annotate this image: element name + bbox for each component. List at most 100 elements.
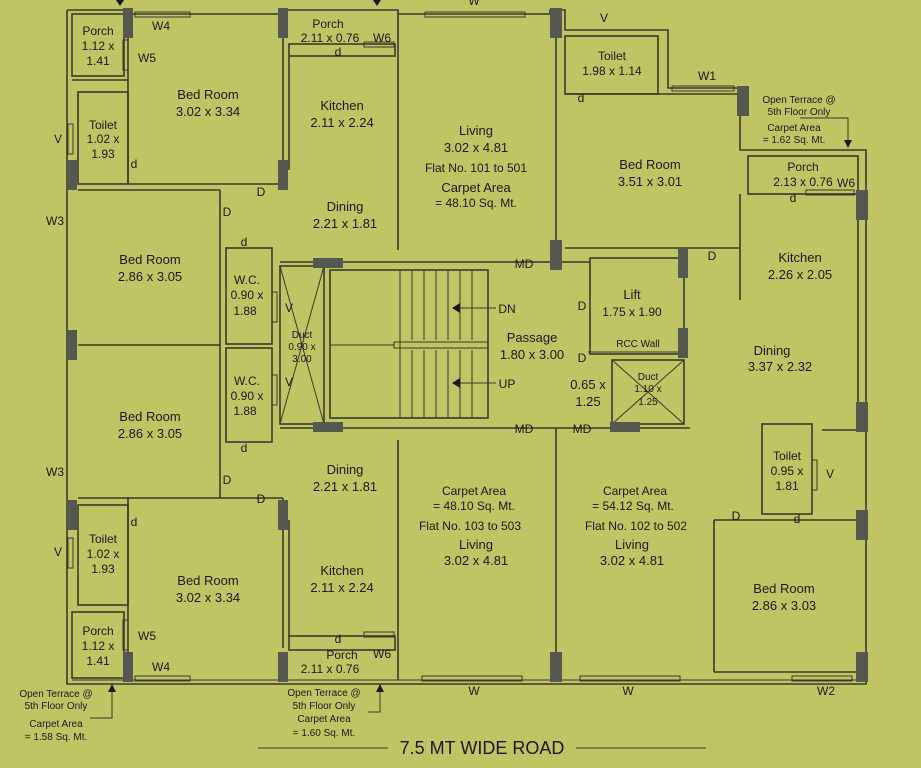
n-porch-name: Porch bbox=[312, 17, 343, 31]
marker-d-2: D bbox=[223, 205, 232, 219]
nw-toilet-size: 1.02 x bbox=[87, 132, 120, 146]
passage-size: 1.80 x 3.00 bbox=[500, 347, 564, 362]
s-living2-size: 3.02 x 4.81 bbox=[600, 553, 664, 568]
road-label: 7.5 MT WIDE ROAD bbox=[400, 738, 565, 758]
s-dining-size: 2.21 x 1.81 bbox=[313, 479, 377, 494]
s-living2-name: Living bbox=[615, 537, 649, 552]
marker-d-3: D bbox=[223, 473, 232, 487]
e-porch-size: 2.13 x 0.76 bbox=[773, 175, 833, 189]
marker-w4-bottom: W4 bbox=[152, 660, 170, 674]
marker-d-small-8: d bbox=[335, 632, 342, 646]
marker-w-top: W bbox=[468, 0, 480, 8]
stair-up-label: UP bbox=[499, 377, 516, 391]
sw-porch-size: 1.12 x bbox=[82, 639, 115, 653]
marker-d-small-2: d bbox=[335, 45, 342, 59]
ne-bed-name: Bed Room bbox=[619, 157, 680, 172]
marker-md-3: MD bbox=[573, 422, 592, 436]
marker-w-bottom-2: W bbox=[622, 684, 634, 698]
sw-toilet-size: 1.02 x bbox=[87, 547, 120, 561]
stair-treads bbox=[330, 270, 489, 418]
terrace-arrows bbox=[90, 0, 852, 719]
e-dining-name: Dining bbox=[754, 343, 791, 358]
rcc-wall-label: RCC Wall bbox=[616, 339, 660, 350]
nw-bed-size: 3.02 x 3.34 bbox=[176, 104, 240, 119]
small-room-size2: 1.25 bbox=[575, 394, 600, 409]
w-bed2-name: Bed Room bbox=[119, 409, 180, 424]
marker-v-se: V bbox=[826, 467, 834, 481]
wc1-size: 0.90 x bbox=[231, 288, 264, 302]
passage-name: Passage bbox=[507, 330, 558, 345]
marker-w4-top: W4 bbox=[152, 19, 170, 33]
duct2-size: 1.10 x bbox=[634, 384, 661, 395]
marker-d-6: D bbox=[578, 299, 587, 313]
s-terrace-4: = 1.60 Sq. Mt. bbox=[293, 728, 356, 739]
n-living-size: 3.02 x 4.81 bbox=[444, 140, 508, 155]
marker-d-small-5: d bbox=[241, 235, 248, 249]
nw-toilet-name: Toilet bbox=[89, 118, 118, 132]
marker-w3-upper: W3 bbox=[46, 214, 64, 228]
marker-w2: W2 bbox=[817, 684, 835, 698]
nw-porch-size: 1.12 x bbox=[82, 39, 115, 53]
n-living-name: Living bbox=[459, 123, 493, 138]
opening-markers: W W4 W5 W6 V W1 W6 W3 V W3 V W5 W4 W6 W … bbox=[46, 0, 855, 698]
wc2-name: W.C. bbox=[234, 374, 260, 388]
s-porch-size: 2.11 x 0.76 bbox=[301, 662, 360, 676]
n-dining-size: 2.21 x 1.81 bbox=[313, 216, 377, 231]
s-carpet1-value: = 48.10 Sq. Mt. bbox=[433, 499, 515, 513]
marker-d-small-9: d bbox=[794, 512, 801, 526]
s-flat1-number: Flat No. 103 to 503 bbox=[419, 519, 521, 533]
sw-bed-size: 3.02 x 3.34 bbox=[176, 590, 240, 605]
nw-toilet-size2: 1.93 bbox=[91, 147, 115, 161]
sw-porch-size2: 1.41 bbox=[86, 654, 110, 668]
w-bed1-size: 2.86 x 3.05 bbox=[118, 269, 182, 284]
s-flat2-number: Flat No. 102 to 502 bbox=[585, 519, 687, 533]
marker-d-1: D bbox=[257, 185, 266, 199]
se-bed-size: 2.86 x 3.03 bbox=[752, 598, 816, 613]
marker-d-small-7: d bbox=[131, 515, 138, 529]
n-carpet-label: Carpet Area bbox=[441, 180, 511, 195]
ne-terrace-2: 5th Floor Only bbox=[768, 107, 831, 118]
ne-toilet-name: Toilet bbox=[598, 49, 627, 63]
marker-d-4: D bbox=[257, 492, 266, 506]
windows bbox=[67, 11, 855, 682]
small-room-size: 0.65 x bbox=[570, 377, 606, 392]
wc1-size2: 1.88 bbox=[233, 304, 257, 318]
duct1-name: Duct bbox=[292, 330, 313, 341]
wc2-size2: 1.88 bbox=[233, 404, 257, 418]
sw-toilet-size2: 1.93 bbox=[91, 562, 115, 576]
marker-w1: W1 bbox=[698, 69, 716, 83]
marker-v-wc2: V bbox=[285, 375, 293, 389]
columns bbox=[67, 8, 868, 682]
lift-size: 1.75 x 1.90 bbox=[602, 305, 662, 319]
n-porch-size: 2.11 x 0.76 bbox=[301, 31, 360, 45]
marker-d-small-3: d bbox=[578, 91, 585, 105]
marker-w-bottom-1: W bbox=[468, 684, 480, 698]
stair-down-label: DN bbox=[498, 302, 515, 316]
wc2-size: 0.90 x bbox=[231, 389, 264, 403]
ne-terrace-1: Open Terrace @ bbox=[762, 95, 835, 106]
duct2-size2: 1.25 bbox=[638, 397, 658, 408]
sw-bed-name: Bed Room bbox=[177, 573, 238, 588]
nw-bed-name: Bed Room bbox=[177, 87, 238, 102]
w-bed1-name: Bed Room bbox=[119, 252, 180, 267]
room-labels: Porch 1.12 x 1.41 Toilet 1.02 x 1.93 Bed… bbox=[19, 17, 835, 758]
e-dining-size: 3.37 x 2.32 bbox=[748, 359, 812, 374]
lift-name: Lift bbox=[623, 287, 641, 302]
marker-d-8: D bbox=[732, 509, 741, 523]
se-toilet-name: Toilet bbox=[773, 449, 802, 463]
s-kitchen-size: 2.11 x 2.24 bbox=[310, 580, 373, 595]
s-porch-name: Porch bbox=[326, 648, 357, 662]
e-porch-name: Porch bbox=[787, 160, 818, 174]
marker-w6-east: W6 bbox=[837, 176, 855, 190]
ne-terrace-3: Carpet Area bbox=[767, 123, 821, 134]
s-terrace-1: Open Terrace @ bbox=[287, 688, 360, 699]
ne-terrace-4: = 1.62 Sq. Mt. bbox=[763, 135, 826, 146]
marker-d-small-4: d bbox=[790, 191, 797, 205]
sw-terrace-4: = 1.58 Sq. Mt. bbox=[25, 732, 88, 743]
se-toilet-size2: 1.81 bbox=[775, 479, 799, 493]
marker-w5-bottom: W5 bbox=[138, 629, 156, 643]
ne-toilet-size: 1.98 x 1.14 bbox=[582, 64, 642, 78]
duct2-name: Duct bbox=[638, 372, 659, 383]
marker-d-5: D bbox=[708, 249, 717, 263]
